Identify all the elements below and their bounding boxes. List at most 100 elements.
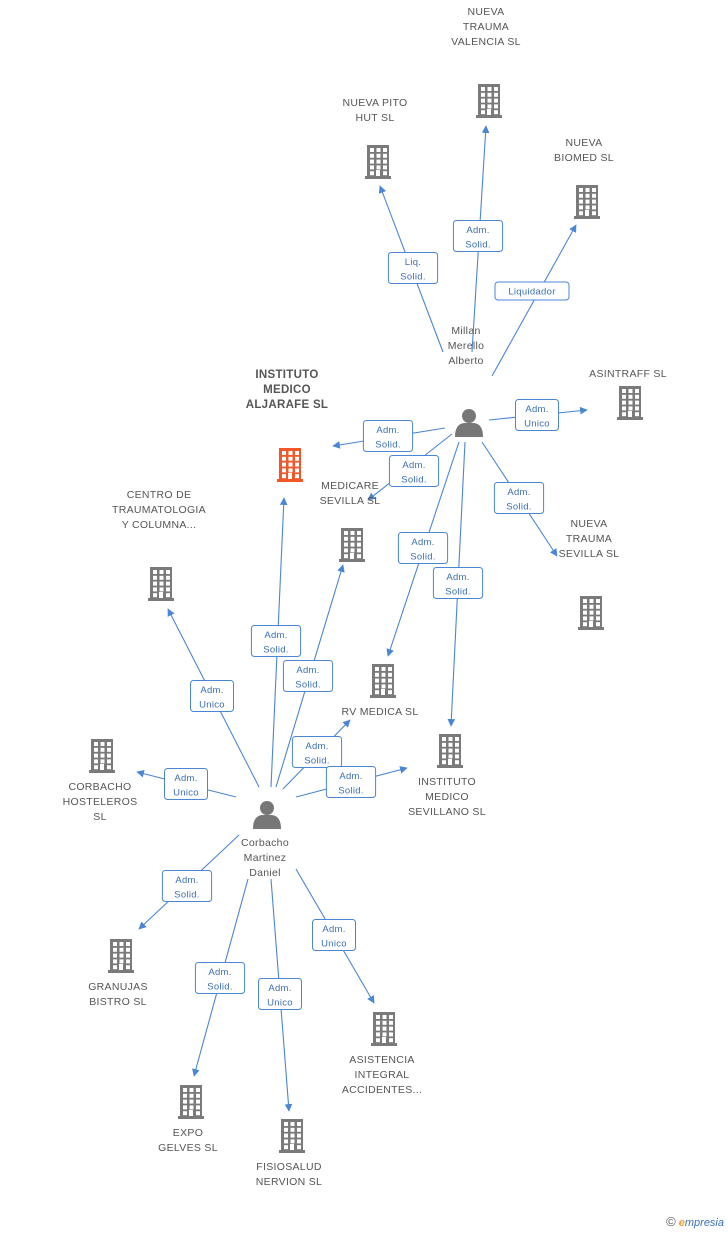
node-label: SEVILLA SL [320,495,381,507]
node-label: TRAUMA [566,533,612,545]
node-label: Corbacho [241,837,289,849]
edge-label-box [452,220,504,252]
building-icon [108,939,134,973]
building-icon [578,596,604,630]
node-label: NUEVA [571,518,608,530]
node-label: ALJARAFE SL [246,399,329,411]
building-icon [148,567,174,601]
node-label: FISIOSALUD [256,1161,322,1173]
node-rv_medica[interactable]: RV MEDICA SL [342,664,419,718]
edge-label-text: Adm. [402,460,425,471]
building-icon [339,528,365,562]
node-label: CENTRO DE [127,489,192,501]
edge-label-text: Adm. [296,665,319,676]
node-label: ASISTENCIA [349,1054,414,1066]
edge-label-text: Unico [199,700,225,711]
node-label: INTEGRAL [355,1069,410,1081]
node-label: Y COLUMNA... [122,519,197,531]
edge-label-millan-to-instituto_aljarafe[interactable]: Adm.Solid. [362,420,414,452]
edge-label-corbacho-to-fisiosalud[interactable]: Adm.Unico [258,978,302,1010]
edge-label-corbacho-to-instituto_sevillano[interactable]: Adm.Solid. [325,766,377,798]
edge-label-millan-to-nueva_trauma_valencia[interactable]: Adm.Solid. [452,220,504,252]
building-icon [365,145,391,179]
edge-label-text: Adm. [507,487,530,498]
node-label: ACCIDENTES... [342,1084,422,1096]
node-asistencia[interactable]: ASISTENCIA INTEGRAL ACCIDENTES... [342,1012,422,1096]
edge-label-box [194,962,246,994]
edge-label-corbacho-to-medicare[interactable]: Adm.Solid. [282,660,334,692]
edge-label-box [282,660,334,692]
node-label: RV MEDICA SL [342,706,419,718]
edge-label-text: Solid. [410,552,436,563]
building-icon [476,84,502,118]
edge-label-millan-to-rv_medica[interactable]: Adm. Solid. [397,532,449,564]
node-label: Daniel [249,867,281,879]
node-label: ASINTRAFF SL [589,368,667,380]
edge-label-text: Adm. [208,967,231,978]
edge-label-box [161,870,213,902]
edge-label-text: Adm. [264,630,287,641]
edge-label-box [494,281,570,301]
edge-label-millan-to-nueva_biomed[interactable]: Liquidador [494,281,570,301]
node-label: NUEVA [468,6,505,18]
node-granujas[interactable]: GRANUJAS BISTRO SL [88,939,148,1008]
node-label: BISTRO SL [89,996,147,1008]
node-label: Merello [448,340,485,352]
node-label: Millan [451,325,480,337]
edge-label-corbacho-to-instituto_aljarafe[interactable]: Adm. Solid. [250,625,302,657]
edge-label-box [250,625,302,657]
edge-label-millan-to-nueva_pito_hut[interactable]: Liq.Solid. [387,252,439,284]
edge-label-corbacho-to-asistencia[interactable]: Adm.Unico [312,919,356,951]
edge-label-corbacho-to-expo_gelves[interactable]: Adm.Solid. [194,962,246,994]
person-icon [455,409,483,437]
edge-label-text: Adm. [446,572,469,583]
building-icon [617,386,643,420]
node-label: VALENCIA SL [451,36,521,48]
node-label: TRAUMA [463,21,509,33]
edge-label-box [493,482,545,514]
edge-label-text: Solid. [465,240,491,251]
edge-label-corbacho-to-rv_medica[interactable]: Adm. Solid. [291,736,343,768]
node-label: GRANUJAS [88,981,148,993]
edge-label-text: Adm. [339,771,362,782]
node-label: GELVES SL [158,1142,218,1154]
building-icon [437,734,463,768]
edge-label-corbacho-to-centro_trauma[interactable]: Adm.Unico [190,680,234,712]
edge-label-box [190,680,234,712]
edge-label-millan-to-nueva_trauma_sevilla[interactable]: Adm.Solid. [493,482,545,514]
edge-label-text: Adm. [174,773,197,784]
edge-label-box [515,399,559,431]
edge-label-text: Adm. [411,537,434,548]
edge-label-corbacho-to-corbacho_hosteleros[interactable]: Adm.Unico [164,768,208,800]
edge-label-text: Solid. [304,756,330,767]
edge-label-text: Solid. [263,645,289,656]
node-label: CORBACHO [68,781,131,793]
edge-label-millan-to-asintraff[interactable]: Adm.Unico [515,399,559,431]
node-label: INSTITUTO [255,369,318,381]
node-nueva_trauma_valencia[interactable]: NUEVA TRAUMA VALENCIA SL [451,6,521,118]
edge-label-text: Liquidador [508,287,555,298]
edge-label-corbacho-to-granujas[interactable]: Adm.Solid. [161,870,213,902]
edge-label-millan-to-instituto_sevillano[interactable]: Adm. Solid. [432,567,484,599]
edge-label-text: Solid. [445,587,471,598]
node-label: MEDICO [425,791,469,803]
edge-label-text: Adm. [305,741,328,752]
edge-label-box [432,567,484,599]
empresia-brand[interactable]: ©empresia [666,1214,724,1229]
edge-label-millan-to-medicare[interactable]: Adm.Solid. [388,455,440,487]
brand-initial: e [678,1217,685,1229]
node-asintraff[interactable]: ASINTRAFF SL [589,368,667,420]
